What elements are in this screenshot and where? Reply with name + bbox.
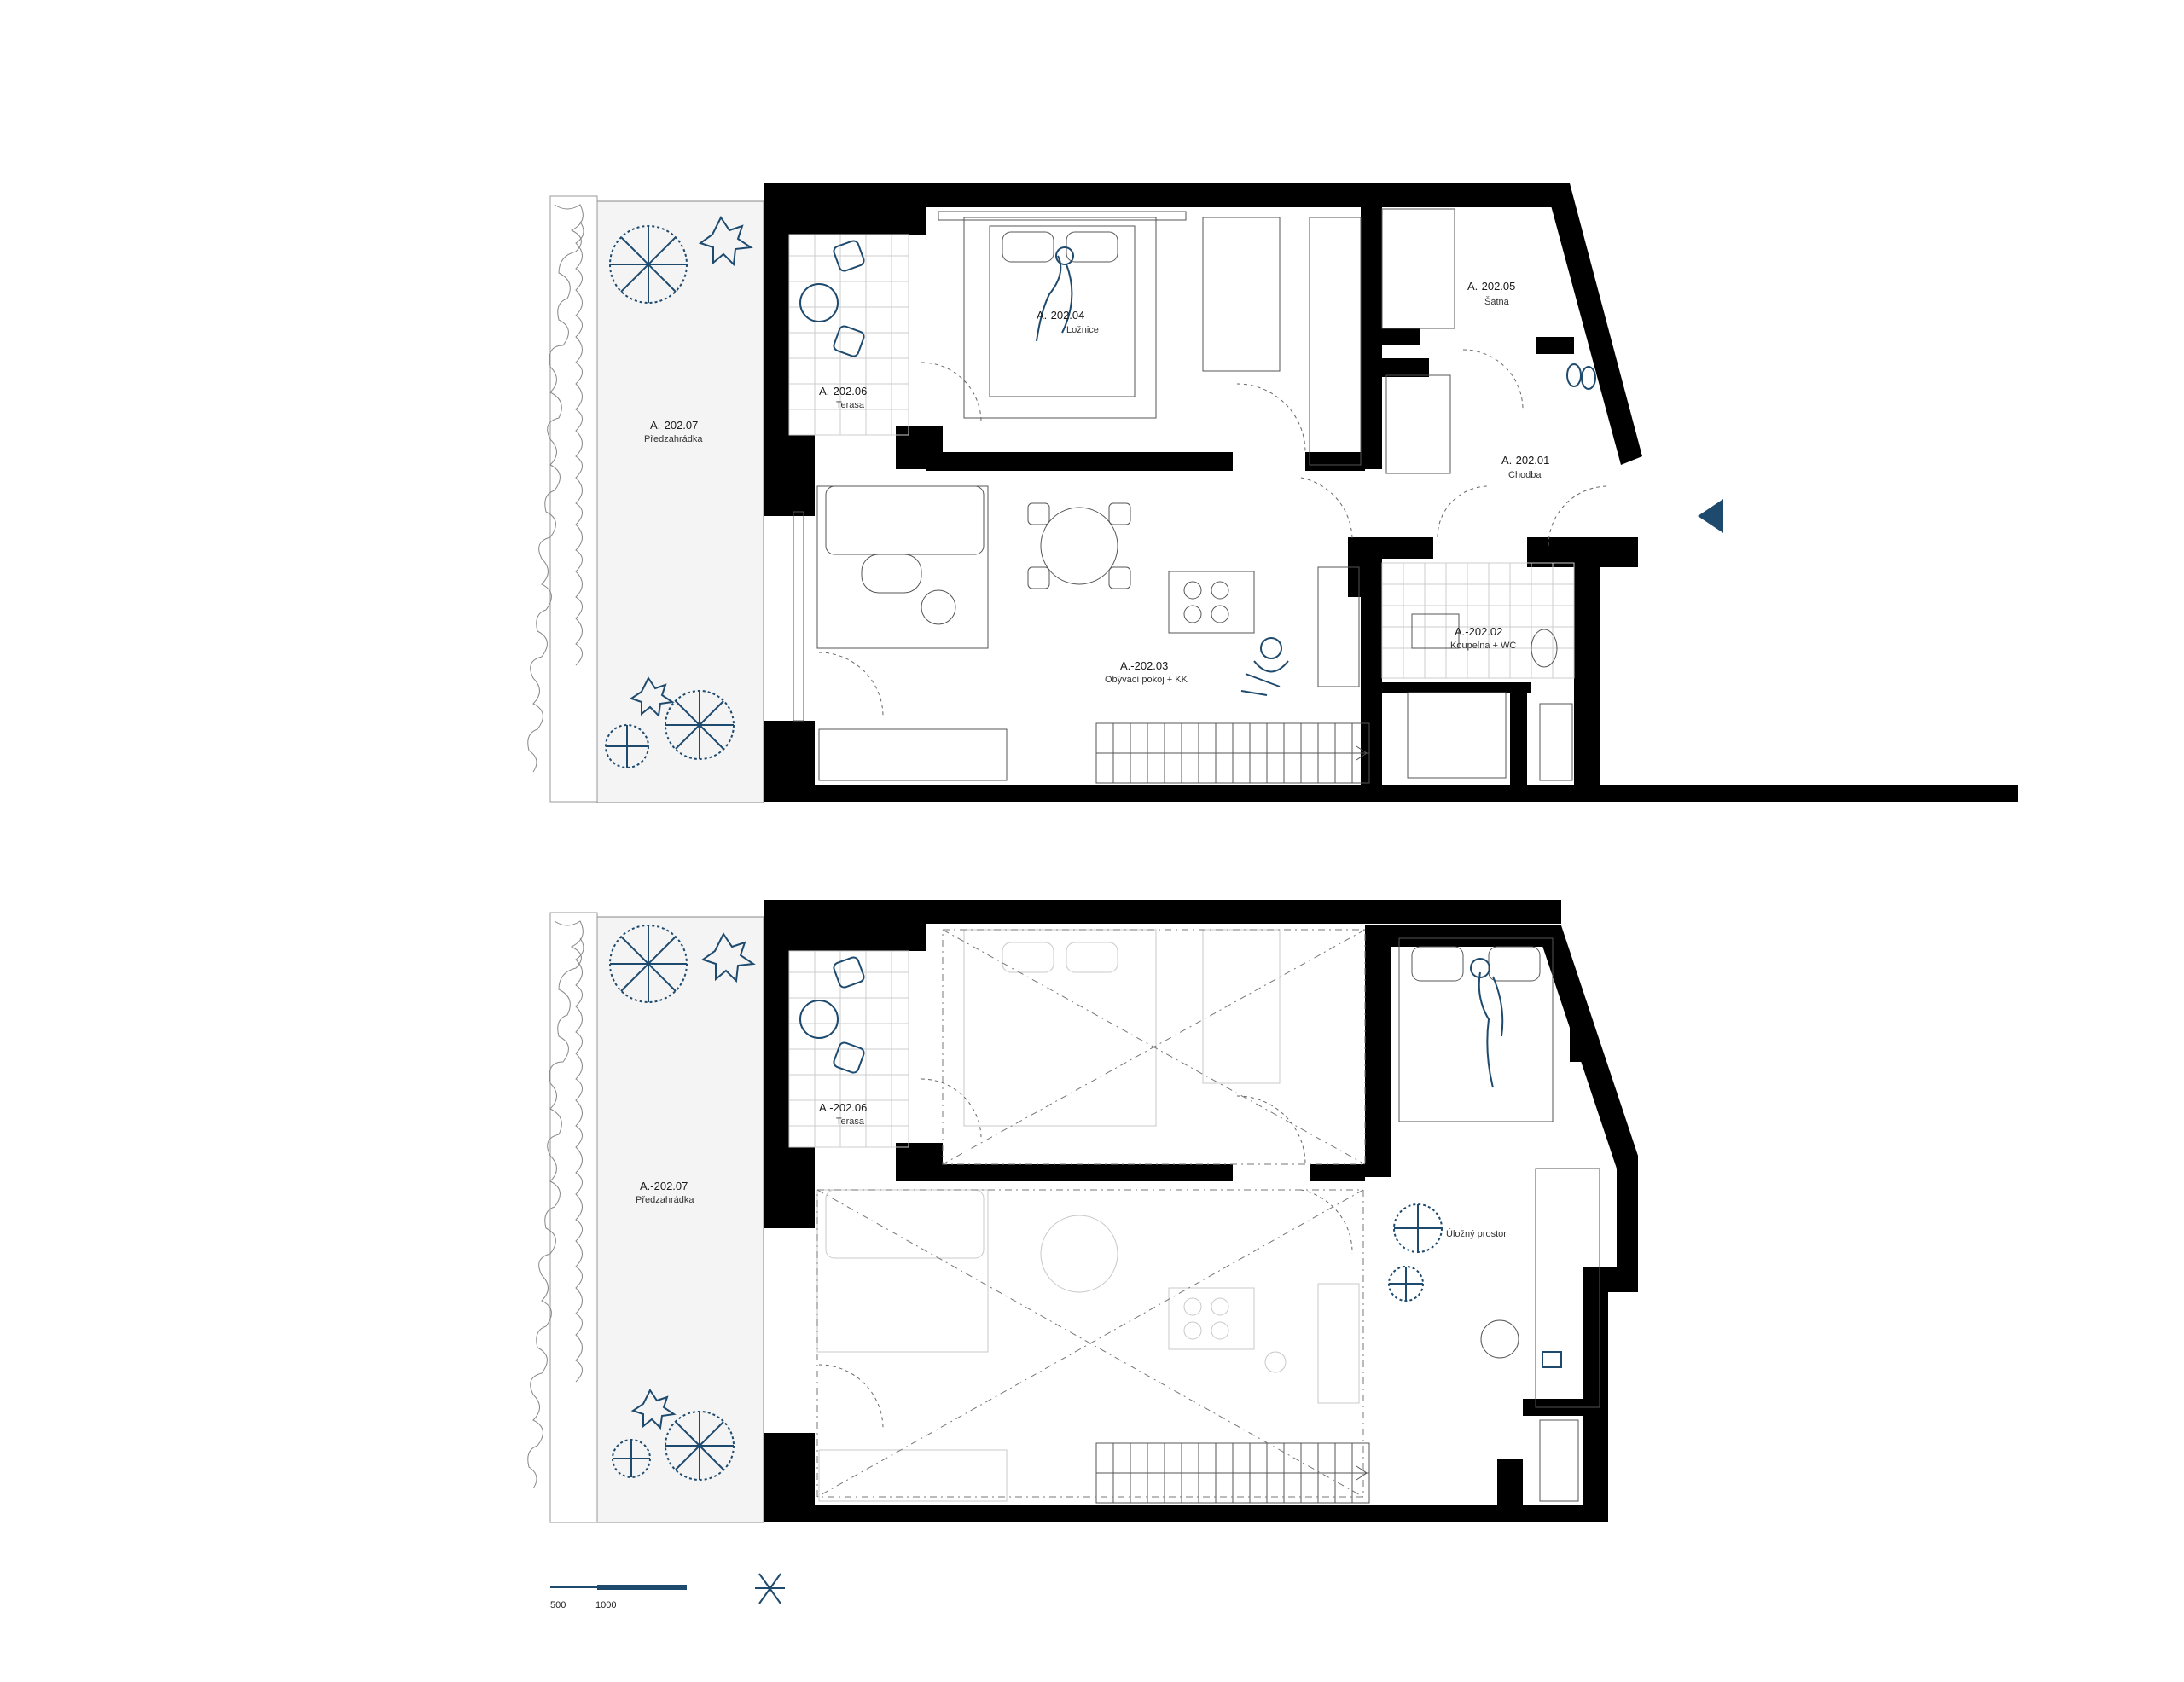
room-code: A.-202.06 — [819, 1101, 867, 1114]
room-code: A.-202.07 — [640, 1180, 688, 1192]
stairs-icon — [1095, 1442, 1370, 1504]
hedge-pattern — [527, 204, 584, 773]
hedge-strip — [549, 195, 598, 803]
door-entrance — [1548, 485, 1609, 547]
entrance-arrow-icon — [1698, 499, 1723, 533]
room-name: Šatna — [1484, 296, 1510, 307]
void-ghost-furniture — [816, 929, 1360, 1502]
void-lines — [816, 929, 1366, 1498]
room-name: Předzahrádka — [636, 1195, 694, 1205]
plant-icon — [1393, 1204, 1443, 1253]
room-name: Předzahrádka — [644, 434, 703, 444]
dining-table-icon — [1027, 502, 1131, 589]
room-name: Úložný prostor — [1446, 1228, 1507, 1239]
plant-icon — [665, 690, 735, 760]
terrace-table-icon — [799, 956, 865, 1074]
storage-desk — [1535, 1168, 1600, 1408]
door-void-2 — [1300, 1189, 1353, 1255]
door-bath — [1437, 485, 1490, 538]
door-satna — [1462, 349, 1524, 410]
sideboard — [818, 728, 1008, 781]
door-terrace — [921, 362, 982, 423]
hedge-pattern — [527, 920, 584, 1489]
shoes-icon — [1566, 363, 1596, 390]
room-code: A.-202.01 — [1502, 454, 1549, 467]
terrace-table-icon — [799, 240, 865, 357]
shower-icon — [1407, 692, 1507, 779]
room-name: Terasa — [836, 400, 865, 410]
cooktop-icon — [1168, 571, 1255, 634]
scale-bar: 500 1000 — [550, 1585, 687, 1610]
door-void — [1236, 1095, 1306, 1165]
plant-icon — [609, 225, 688, 304]
room-name: Obývací pokoj + KK — [1105, 675, 1188, 685]
sofa-icon — [816, 485, 989, 649]
north-arrow-icon — [755, 1573, 785, 1604]
terrace-tiles — [788, 234, 909, 436]
window-band — [938, 211, 1187, 221]
room-code: A.-202.04 — [1037, 309, 1084, 322]
bathroom-tiles — [1381, 562, 1575, 679]
room-code: A.-202.03 — [1120, 659, 1168, 672]
stairs-icon — [1095, 722, 1370, 784]
kitchen-counter — [1317, 566, 1360, 687]
chair-icon — [1480, 1320, 1519, 1359]
hedge-strip — [549, 912, 598, 1523]
garden-area — [596, 916, 764, 1523]
plant-icon — [665, 1411, 735, 1481]
scale-label-500: 500 — [550, 1600, 566, 1610]
walls-mezzanine — [764, 900, 1638, 1522]
room-name: Chodba — [1508, 470, 1542, 480]
plant-icon — [629, 676, 675, 718]
wardrobe-bedroom — [1202, 217, 1281, 372]
room-code: A.-202.07 — [650, 419, 698, 432]
door-bedroom — [1236, 383, 1306, 453]
plant-icon — [609, 925, 688, 1003]
room-code: A.-202.05 — [1467, 280, 1515, 293]
wardrobe-bedroom-2 — [1309, 217, 1362, 466]
toilet-icon — [1531, 629, 1558, 668]
room-code: A.-202.06 — [819, 385, 867, 397]
room-code: A.-202.02 — [1455, 625, 1502, 638]
plant-icon — [612, 1439, 651, 1478]
door-living — [1300, 477, 1353, 542]
plant-icon — [1388, 1266, 1424, 1302]
plant-icon — [700, 932, 756, 983]
floor-plan-mezzanine: A.-202.06 Terasa A.-202.07 Předzahrádka … — [527, 900, 1638, 1523]
room-name: Terasa — [836, 1116, 865, 1127]
living-window — [793, 511, 804, 722]
room-name: Koupelna + WC — [1450, 641, 1516, 651]
door-garden — [818, 1364, 884, 1430]
utility-box — [1539, 703, 1573, 781]
book-icon — [1542, 1351, 1562, 1368]
garden-area — [596, 200, 764, 803]
wardrobe-satna-2 — [1385, 374, 1451, 474]
shelf-box — [1539, 1419, 1579, 1502]
bed-icon — [963, 217, 1157, 419]
washbasin-icon — [1411, 613, 1460, 649]
door-garden — [818, 652, 884, 717]
bed-icon — [1398, 937, 1554, 1122]
wardrobe-satna — [1381, 208, 1455, 329]
terrace-tiles — [788, 950, 909, 1148]
floor-plan-ground: A.-202.04 Ložnice A.-202.05 Šatna A.-202… — [527, 183, 2018, 803]
plant-icon — [605, 724, 649, 768]
plant-icon — [630, 1389, 677, 1430]
person-icon — [1240, 637, 1289, 696]
plant-icon — [698, 216, 753, 267]
door-terrace — [921, 1078, 982, 1140]
room-name: Ložnice — [1066, 325, 1099, 335]
scale-label-1000: 1000 — [595, 1600, 616, 1610]
walls-ground — [764, 183, 2018, 802]
